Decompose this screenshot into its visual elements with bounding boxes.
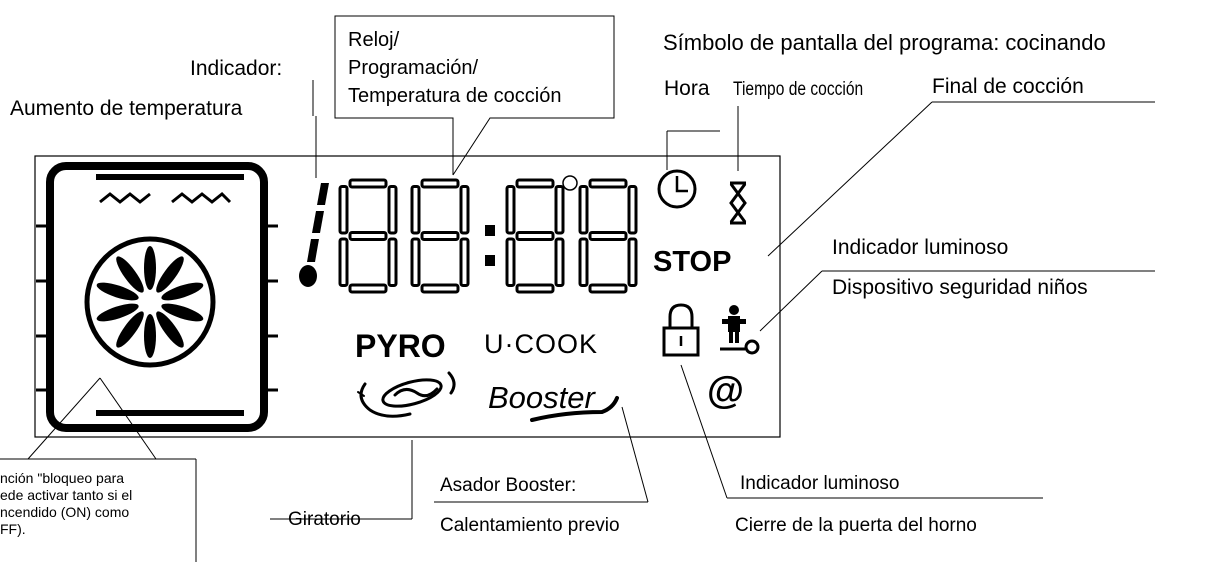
seven-segment-digits: [338, 178, 638, 294]
label-tiempo-coccion: Tiempo de cocción: [733, 79, 864, 100]
label-clock-callout: Reloj/ Programación/ Temperatura de cocc…: [348, 26, 561, 110]
digit-4-segment-4: [578, 185, 589, 235]
degree-icon: [562, 175, 578, 191]
lock-note-line: ncendido (ON) como: [0, 504, 130, 520]
label-child-lock-title: Indicador luminoso: [832, 236, 1009, 259]
digit-1-segment-3: [348, 283, 388, 294]
label-hora: Hora: [664, 77, 710, 100]
lock-note-line: ede activar tanto si el: [0, 487, 133, 503]
digit-3-segment-1: [515, 178, 555, 189]
label-program-symbol: Símbolo de pantalla del programa: cocina…: [663, 30, 1106, 55]
colon-dot-bottom: [485, 255, 495, 266]
digit-2-segment-6: [410, 237, 421, 287]
fan-icon: [96, 246, 204, 358]
label-indicator-title: Indicador:: [190, 57, 283, 80]
label-indicator-sub: Aumento de temperatura: [10, 97, 243, 120]
digit-3-segment-2: [515, 231, 555, 241]
digit-1-segment-5: [387, 185, 398, 235]
label-clock-line: Temperatura de cocción: [348, 85, 562, 107]
label-clock-line: Reloj/: [348, 29, 400, 51]
colon-dot-top: [485, 225, 495, 236]
at-icon: @: [707, 370, 744, 412]
label-final-coccion: Final de cocción: [932, 75, 1084, 98]
digit-4-segment-1: [588, 178, 628, 189]
digit-1-segment-2: [348, 231, 388, 241]
label-booster-title: Asador Booster:: [440, 475, 577, 496]
oven-cavity-icon: [36, 162, 278, 432]
child-safety-icon: [720, 305, 760, 355]
label-clock-line: Programación/: [348, 57, 479, 79]
label-door-lock-title: Indicador luminoso: [740, 473, 900, 494]
digit-2-segment-1: [420, 178, 460, 189]
hourglass-icon: [729, 181, 747, 225]
lock-note-line: nción "bloqueo para: [0, 470, 125, 486]
digit-4-segment-3: [588, 283, 628, 294]
display-panel-outline: [34, 155, 781, 438]
digit-4-segment-7: [627, 237, 638, 287]
temperature-rise-icon: [299, 183, 329, 287]
label-door-lock-sub: Cierre de la puerta del horno: [735, 515, 977, 536]
stop-label: STOP: [653, 246, 731, 278]
digit-3-segment-7: [554, 237, 565, 287]
digit-3-segment-5: [554, 185, 565, 235]
ucook-label: U·COOK: [484, 329, 598, 359]
label-booster-sub: Calentamiento previo: [440, 515, 620, 536]
digit-3-segment-4: [505, 185, 516, 235]
booster-swoosh-icon: [530, 396, 619, 422]
digit-4-segment-6: [578, 237, 589, 287]
digit-3-segment-6: [505, 237, 516, 287]
digit-1-segment-1: [348, 178, 388, 189]
digit-2-segment-2: [420, 231, 460, 241]
padlock-icon: [662, 303, 700, 357]
clock-callout-box: [334, 15, 615, 176]
digit-2-segment-3: [420, 283, 460, 294]
booster-label: Booster: [488, 380, 597, 415]
label-child-lock-sub: Dispositivo seguridad niños: [832, 276, 1088, 299]
digit-1-segment-7: [387, 237, 398, 287]
lock-note-line: FF).: [0, 521, 26, 537]
digit-1-segment-4: [338, 185, 349, 235]
digit-2-segment-7: [459, 237, 470, 287]
digit-4-segment-5: [627, 185, 638, 235]
digit-2-segment-5: [459, 185, 470, 235]
pyro-label: PYRO: [355, 328, 446, 364]
label-lock-note: nción "bloqueo para ede activar tanto si…: [0, 470, 200, 538]
digit-4-segment-2: [588, 231, 628, 241]
digit-3-segment-3: [515, 283, 555, 294]
digit-1-segment-6: [338, 237, 349, 287]
digit-2-segment-4: [410, 185, 421, 235]
leader-lines: [0, 80, 1155, 562]
clock-icon: [657, 169, 697, 209]
label-giratorio: Giratorio: [288, 509, 361, 530]
rotisserie-icon: [357, 371, 456, 418]
